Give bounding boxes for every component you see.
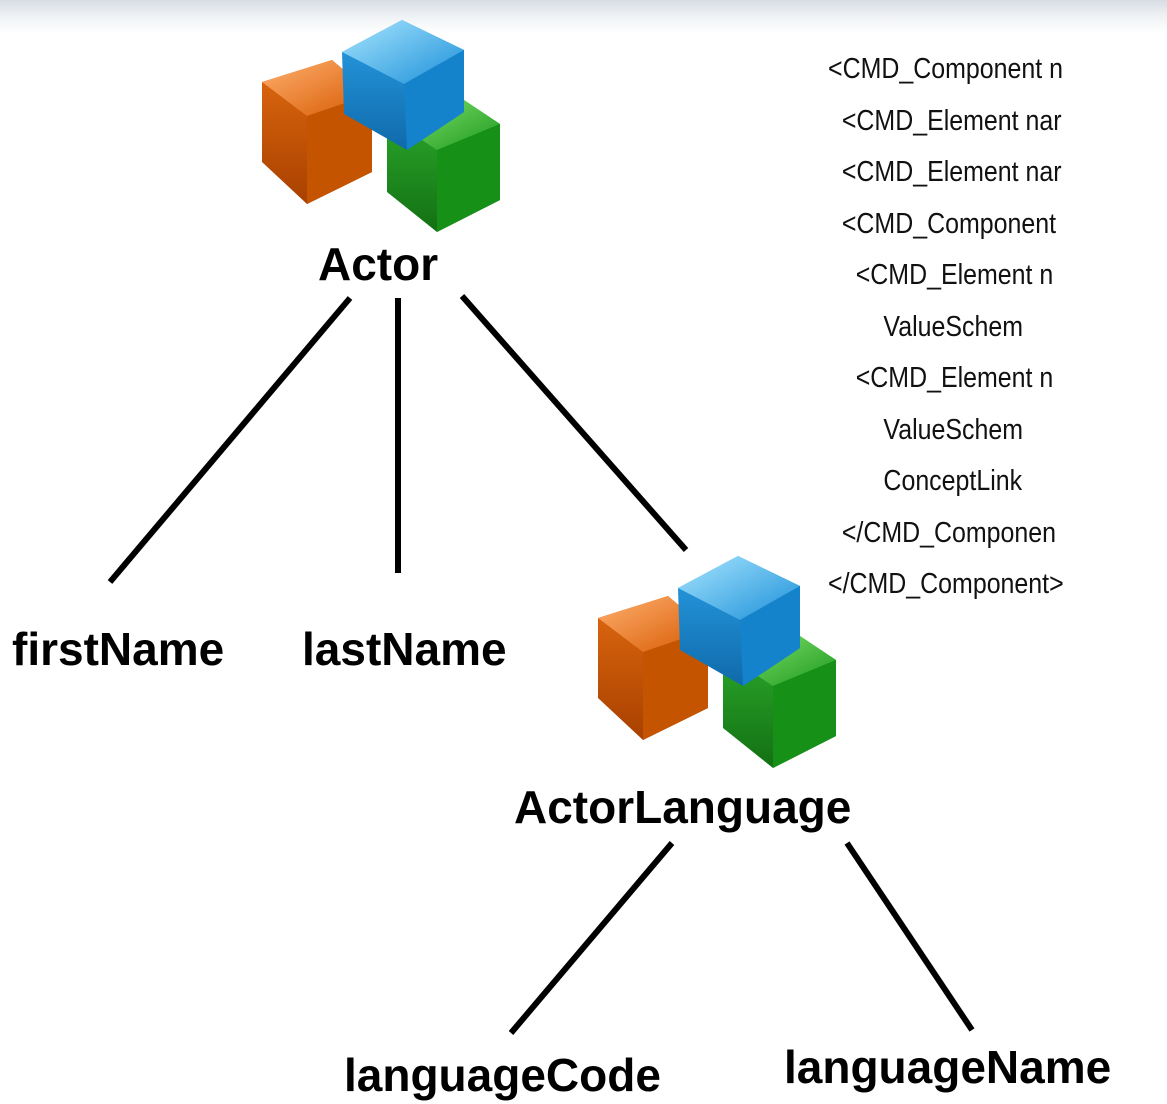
xml-line: <CMD_Component (828, 207, 1057, 240)
node-languagecode: languageCode (344, 1049, 661, 1101)
edge-actorlanguage-languagename (844, 841, 975, 1032)
xml-snippet: <CMD_Component n <CMD_Element nar <CMD_E… (828, 44, 1167, 611)
xml-line: </CMD_Componen (828, 516, 1057, 549)
actor-component-icon (262, 20, 500, 232)
xml-line: <CMD_Element n (828, 362, 1054, 394)
xml-line: <CMD_Element nar (828, 156, 1062, 188)
node-languagename: languageName (784, 1041, 1112, 1093)
xml-line: ValueSchem (828, 310, 1023, 343)
edge-actor-firstname (107, 296, 353, 584)
top-gradient-band (0, 0, 1167, 34)
node-actorlanguage: ActorLanguage (514, 781, 852, 833)
edge-actorlanguage-languagecode (508, 841, 675, 1035)
xml-line: <CMD_Component n (828, 53, 1063, 85)
xml-line: ConceptLink (828, 465, 1023, 497)
edge-actor-actorlanguage (459, 294, 689, 552)
node-lastname: lastName (302, 623, 507, 675)
xml-line: ValueSchem (828, 413, 1023, 446)
xml-line: <CMD_Element nar (828, 104, 1062, 137)
actorlanguage-component-icon (598, 556, 836, 768)
xml-line: <CMD_Element n (828, 259, 1054, 291)
node-firstname: firstName (12, 623, 225, 675)
node-actor: Actor (318, 238, 439, 290)
xml-line: </CMD_Component> (828, 568, 1064, 600)
